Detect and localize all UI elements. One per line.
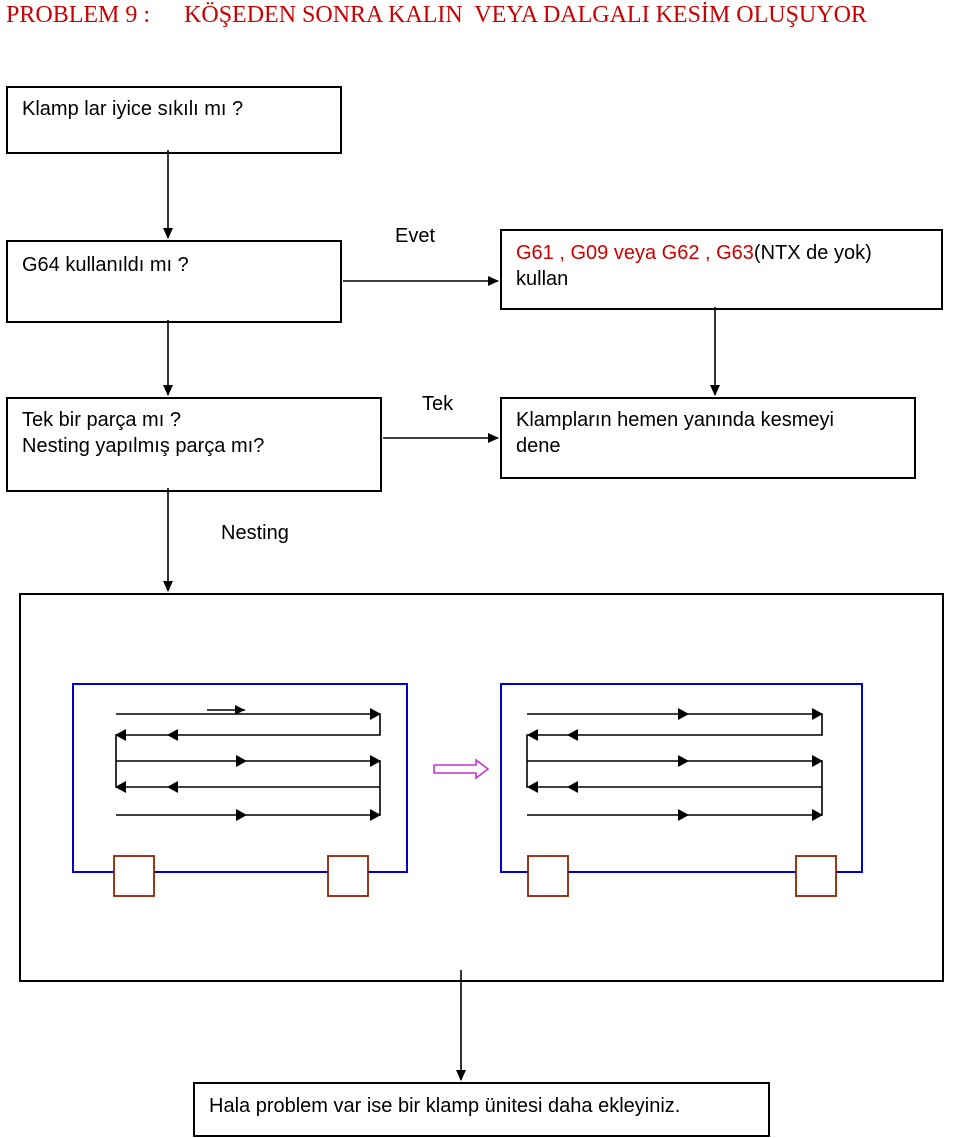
right-path-arrowheads: [527, 708, 823, 821]
transition-arrow: [433, 758, 490, 780]
question-g64: G64 kullanıldı mı ?: [6, 240, 342, 323]
action-cut-line1: Klampların hemen yanında kesmeyi: [516, 409, 834, 431]
left-clamp-2: [327, 855, 369, 897]
question-nesting-text: Nesting yapılmış parça mı?: [22, 435, 265, 457]
left-cut-path: [115, 713, 381, 816]
action-cut-line2: dene: [516, 435, 561, 457]
final-action: Hala problem var ise bir klamp ünitesi d…: [193, 1082, 770, 1137]
question-g64-text: G64 kullanıldı mı ?: [22, 254, 189, 276]
right-clamp-2: [795, 855, 837, 897]
action-g61-line2: kullan: [516, 268, 569, 290]
action-cut-near-clamps: Klampların hemen yanında kesmeyi dene: [500, 397, 916, 479]
label-tek: Tek: [422, 393, 454, 415]
problem-heading: KÖŞEDEN SONRA KALIN VEYA DALGALI KESİM O…: [184, 2, 867, 28]
final-action-text: Hala problem var ise bir klamp ünitesi d…: [209, 1095, 681, 1117]
nesting-illustration-frame: [19, 593, 944, 982]
right-clamp-1: [527, 855, 569, 897]
left-sheet-frame: [72, 683, 408, 873]
action-g61-g09: G61 , G09 veya G62 , G63(NTX de yok) kul…: [500, 229, 943, 310]
label-evet: Evet: [395, 225, 436, 247]
left-clamp-1: [113, 855, 155, 897]
action-g61-codes: G61 , G09 veya G62 , G63: [516, 242, 754, 264]
label-nesting: Nesting: [221, 522, 289, 544]
question-single-or-nesting: Tek bir parça mı ? Nesting yapılmış parç…: [6, 397, 382, 492]
page-title: PROBLEM 9 : KÖŞEDEN SONRA KALIN VEYA DALG…: [6, 2, 867, 29]
action-g61-line1: G61 , G09 veya G62 , G63(NTX de yok): [516, 240, 927, 266]
question-clamps: Klamp lar iyice sıkılı mı ?: [6, 86, 342, 154]
right-cut-path: [526, 713, 823, 816]
problem-number: PROBLEM 9 :: [6, 2, 151, 28]
action-g61-note: (NTX de yok): [753, 242, 872, 264]
right-sheet-frame: [500, 683, 863, 873]
left-path-arrowheads: [115, 708, 381, 821]
question-single-text: Tek bir parça mı ?: [22, 409, 181, 431]
question-clamps-text: Klamp lar iyice sıkılı mı ?: [22, 98, 244, 120]
